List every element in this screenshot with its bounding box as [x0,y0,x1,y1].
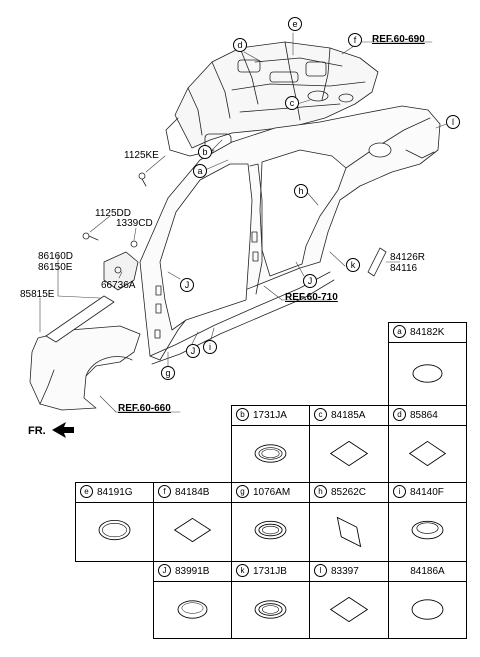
cell-header: i 84140F [389,483,466,503]
callout-f: f [348,33,362,47]
part-number: 83991B [175,566,210,577]
label-1125DD: 1125DD [95,208,131,219]
ring-grommet-icon [232,502,309,561]
label-84116: 84116 [390,263,418,274]
front-fender [29,325,141,411]
cell-header: a 84182K [389,323,466,343]
diamond-pad-icon [310,581,388,638]
cell-header: d 85864 [389,406,466,426]
callout-l: l [446,115,460,129]
fasteners [82,172,147,248]
part-cell-b: b 1731JA [231,405,310,483]
part-number: 84185A [331,410,366,421]
callout-k: k [346,258,360,272]
callout-h: h [294,184,308,198]
label-85815E: 85815E [20,289,55,300]
part-cell-e: e 84191G [75,482,154,562]
label-86160D: 86160D [38,251,74,262]
quarter-pad [367,247,387,277]
front-arrow-icon [52,422,74,438]
callout-d: d [233,38,247,52]
oval-plug-icon [154,581,231,638]
ring-grommet-icon [232,581,309,638]
label-84126R: 84126R [390,252,426,263]
callout-g: g [161,366,175,380]
ref-60-710[interactable]: REF.60-710 [285,292,338,303]
label-1339CD: 1339CD [116,218,153,229]
callout-j-1: J [180,278,194,292]
diamond-pad-icon [389,425,466,482]
part-number: 84191G [97,487,133,498]
cell-header: h 85262C [310,483,388,503]
cell-header: e 84191G [76,483,153,503]
oval-plug-icon [389,342,466,405]
part-cell-k: k 1731JB [231,561,310,639]
ref-60-690[interactable]: REF.60-690 [372,34,425,45]
leader-lines [39,32,455,413]
part-number: 1076AM [253,487,291,498]
part-cell-c: c 84185A [309,405,389,483]
part-cell-m: 84186A [388,561,467,639]
diamond-pad-icon [310,425,388,482]
cell-header: k 1731JB [232,562,309,582]
key-callout: b [236,408,249,421]
ring-grommet-icon [232,425,309,482]
oval-plug-icon [389,581,466,638]
cell-header: f 84184B [154,483,231,503]
part-number: 85262C [331,487,367,498]
part-number: 84184B [175,487,210,498]
part-number: 85864 [410,410,438,421]
key-callout: J [158,564,171,577]
callout-i: i [203,340,217,354]
cell-header: J 83991B [154,562,231,582]
part-cell-j: J 83991B [153,561,232,639]
part-number: 1731JA [253,410,287,421]
label-66736A: 66736A [101,280,136,291]
key-callout: c [314,408,327,421]
key-callout: e [80,485,93,498]
part-number: 1731JB [253,566,287,577]
cell-header: l 83397 [310,562,388,582]
cell-header: 84186A [389,562,466,582]
part-cell-i: i 84140F [388,482,467,562]
cell-header: c 84185A [310,406,388,426]
part-cell-g: g 1076AM [231,482,310,562]
front-marker: FR. [28,425,46,437]
part-cell-f: f 84184B [153,482,232,562]
label-1125KE: 1125KE [124,150,159,161]
key-callout: f [158,485,171,498]
callout-j-2: J [303,274,317,288]
part-number: 83397 [331,566,359,577]
oval-grommet-icon [76,502,153,561]
cell-header: b 1731JA [232,406,309,426]
part-cell-h: h 85262C [309,482,389,562]
diamond-pad-icon [154,502,231,561]
cell-header: g 1076AM [232,483,309,503]
part-number: 84140F [410,487,444,498]
callout-c: c [285,96,299,110]
part-cell-l: l 83397 [309,561,389,639]
part-cell-d: d 85864 [388,405,467,483]
callout-j-3: J [186,344,200,358]
part-cell-a: a 84182K [388,322,467,406]
callout-a: a [193,164,207,178]
cup-plug-icon [389,502,466,561]
key-callout: h [314,485,327,498]
ref-60-660[interactable]: REF.60-660 [118,403,171,414]
key-callout: i [393,485,406,498]
key-callout: k [236,564,249,577]
key-callout: g [236,485,249,498]
key-callout: d [393,408,406,421]
key-callout: l [314,564,327,577]
label-86150E: 86150E [38,262,73,273]
fender-garnish [45,295,115,343]
part-number: 84186A [410,566,445,577]
part-number: 84182K [410,327,445,338]
square-pad-icon [310,502,388,561]
callout-b: b [198,145,212,159]
callout-e: e [288,17,302,31]
rear-floor-assembly [165,41,379,157]
key-callout: a [393,325,406,338]
